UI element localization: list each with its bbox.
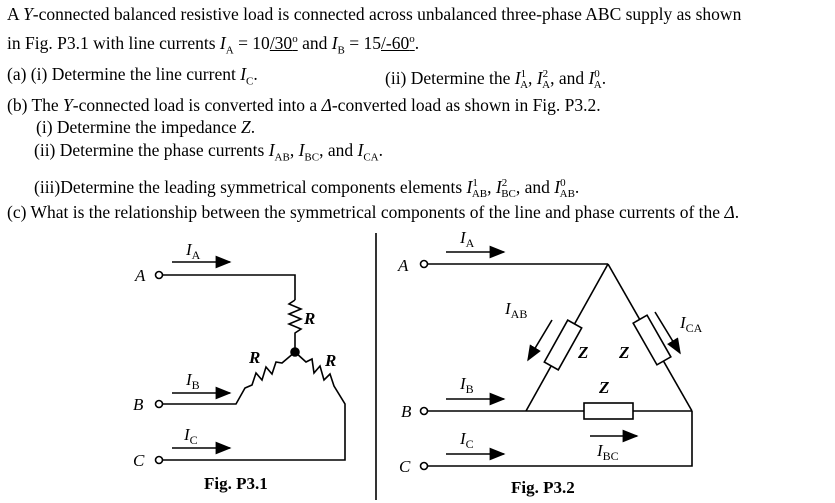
fig2-current-iab: IAB: [504, 299, 527, 321]
terminal-b: [154, 399, 164, 409]
arrow-iab: [527, 319, 553, 362]
fig1-r-top: R: [303, 309, 315, 328]
fig1-current-ib: IB: [185, 370, 200, 392]
fig2-z-left: Z: [577, 343, 588, 362]
problem-line-2: in Fig. P3.1 with line currents IA = 10/…: [7, 32, 420, 57]
fig1-label-c: C: [133, 451, 145, 470]
fig2-label-a: A: [397, 256, 409, 275]
fig-p3-2: [419, 245, 693, 471]
fig1-label-a: A: [134, 266, 146, 285]
fig1-current-ic: IC: [183, 425, 198, 447]
question-b-ii: (ii) Determine the phase currents IAB, I…: [34, 140, 383, 164]
wire-a: [162, 274, 296, 300]
impedance-z-right: [632, 314, 672, 366]
fig2-z-bottom: Z: [598, 378, 609, 397]
fig1-current-ia: IA: [185, 240, 201, 262]
fig1-label-b: B: [133, 395, 144, 414]
fig2-caption: Fig. P3.2: [511, 478, 575, 497]
fig2-label-b: B: [401, 402, 412, 421]
impedance-z-bottom: [583, 402, 634, 420]
terminal-a2: [419, 259, 429, 269]
question-a-i: (a) (i) Determine the line current IC.: [7, 64, 258, 88]
resistor-rb: [162, 351, 296, 405]
terminal-a: [154, 270, 164, 280]
fig2-current-ica: ICA: [679, 313, 703, 335]
resistor-ra: [286, 299, 304, 352]
problem-line-1: A Y-connected balanced resistive load is…: [7, 4, 742, 24]
fig2-current-ic: IC: [459, 429, 474, 451]
fig1-caption: Fig. P3.1: [204, 474, 268, 493]
question-b-i: (i) Determine the impedance Z.: [36, 117, 256, 137]
fig-p3-1: [154, 255, 346, 465]
fig1-r-left: R: [248, 348, 260, 367]
fig2-z-right: Z: [618, 343, 629, 362]
terminal-c2: [419, 461, 429, 471]
question-b: (b) The Y-connected load is converted in…: [7, 95, 601, 115]
fig2-current-ibc: IBC: [596, 441, 619, 463]
fig1-r-right: R: [324, 351, 336, 370]
arrow-ica: [654, 311, 681, 355]
impedance-z-left: [543, 319, 583, 371]
question-a-ii: (ii) Determine the I1A, I2A, and I0A.: [385, 67, 607, 92]
question-b-iii: (iii)Determine the leading symmetrical c…: [34, 176, 580, 201]
question-c: (c) What is the relationship between the…: [7, 202, 740, 222]
fig2-current-ib: IB: [459, 374, 474, 396]
wire-c2: [427, 411, 693, 467]
fig2-current-ia: IA: [459, 228, 475, 250]
resistor-rc: [162, 351, 346, 461]
fig2-label-c: C: [399, 457, 411, 476]
terminal-c: [154, 455, 164, 465]
terminal-b2: [419, 406, 429, 416]
